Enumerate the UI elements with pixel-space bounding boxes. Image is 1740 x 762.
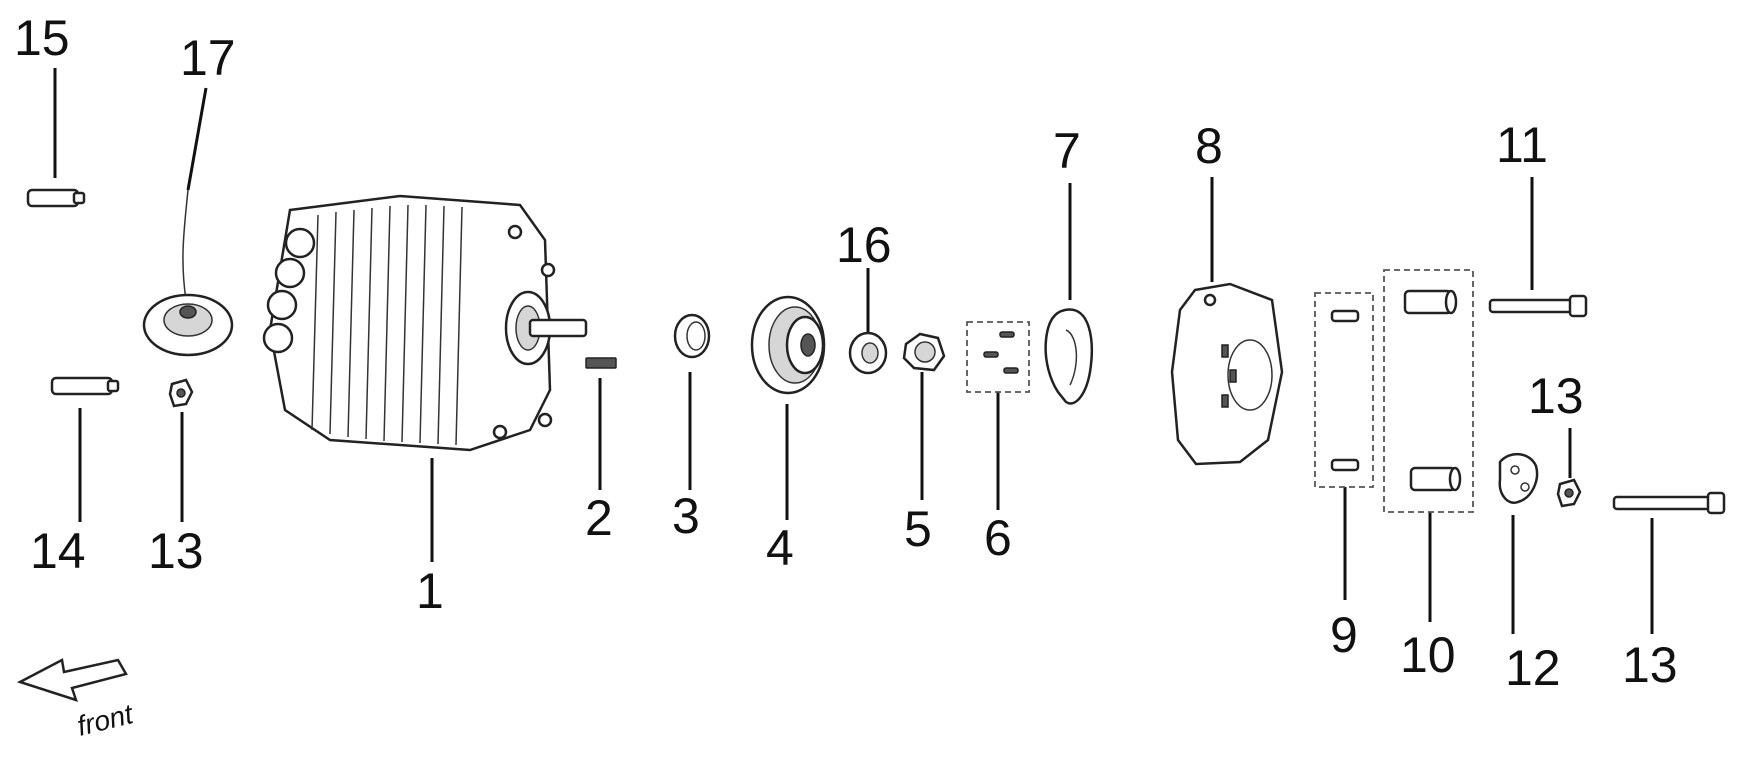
callout-8: 8 (1195, 118, 1223, 174)
part-15-short-bolt (50, 376, 120, 396)
part-6-screw-set (966, 321, 1030, 393)
callout-2: 2 (585, 490, 613, 546)
part-13-small-nut-right (1556, 478, 1582, 508)
part-10-bushing-pair (1383, 269, 1474, 513)
callout-11: 11 (1496, 117, 1548, 173)
part-12-bracket-plate (1498, 453, 1539, 505)
callout-4: 4 (766, 520, 794, 576)
callout-10: 10 (1400, 627, 1456, 683)
callout-7: 7 (1053, 123, 1081, 179)
callout-12: 12 (1505, 640, 1561, 696)
part-9-screw-pair (1314, 292, 1374, 488)
part-7-sensor-plate (1044, 308, 1093, 405)
part-17-washer (848, 331, 888, 375)
callout-1: 1 (416, 563, 444, 619)
callout-13-left: 13 (148, 523, 204, 579)
part-16-short-bolt (26, 188, 86, 208)
part-13-small-nut-left (168, 378, 194, 408)
front-direction-arrow: front (16, 658, 137, 742)
callout-5: 5 (904, 501, 932, 557)
front-label: front (74, 698, 137, 742)
callout-16: 15 (14, 10, 70, 66)
leader-lines (53, 68, 1654, 634)
part-2-shaft-key (585, 357, 617, 369)
part-3-spacer-ring (673, 313, 711, 359)
part-4-toothed-pulley (750, 295, 826, 395)
part-11-long-bolt (1488, 294, 1588, 318)
callout-9: 9 (1330, 607, 1358, 663)
callout-6: 6 (984, 510, 1012, 566)
part-1-motor-housing (262, 194, 588, 452)
callout-13-right: 13 (1528, 368, 1584, 424)
part-8-end-cover (1170, 282, 1284, 466)
callout-17: 16 (836, 217, 892, 273)
callout-3: 3 (672, 488, 700, 544)
part-18-cable-grommet (142, 189, 234, 357)
part-5-nut (902, 332, 946, 372)
callout-14: 13 (1622, 637, 1678, 693)
part-14-long-bolt (1612, 491, 1726, 515)
callout-15: 14 (30, 523, 86, 579)
callout-18: 17 (180, 30, 236, 86)
